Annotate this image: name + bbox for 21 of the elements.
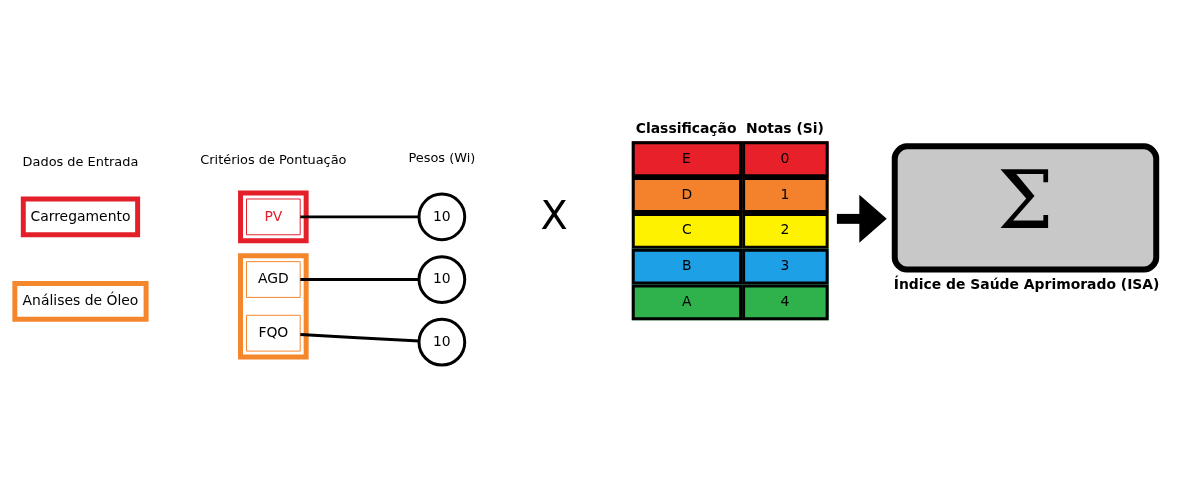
node-circle: 10 [417,192,467,242]
connector [300,215,419,219]
label: Critérios de Pontuação [200,151,347,167]
connector [300,278,419,281]
connector [300,333,420,343]
arrow [836,194,887,243]
cluster [238,253,309,360]
node-box: PV [246,198,301,236]
node-circle: 10 [417,317,467,367]
node-label: Classificação [635,119,737,136]
cluster [238,190,309,244]
node-label: Notas (Si) [746,119,824,136]
label: X [540,191,568,238]
label: Pesos (Wi) [408,149,476,165]
node-box: Análises de Óleo [12,281,149,322]
label: Dados de Entrada [22,153,139,169]
node-circle: 10 [417,255,467,304]
node-label: Índice de Saúde Aprimorado (ISA) [893,275,1160,292]
node-box: AGD [246,261,301,298]
node-box: FQO [246,314,301,352]
node-box: Carregamento [20,196,141,238]
